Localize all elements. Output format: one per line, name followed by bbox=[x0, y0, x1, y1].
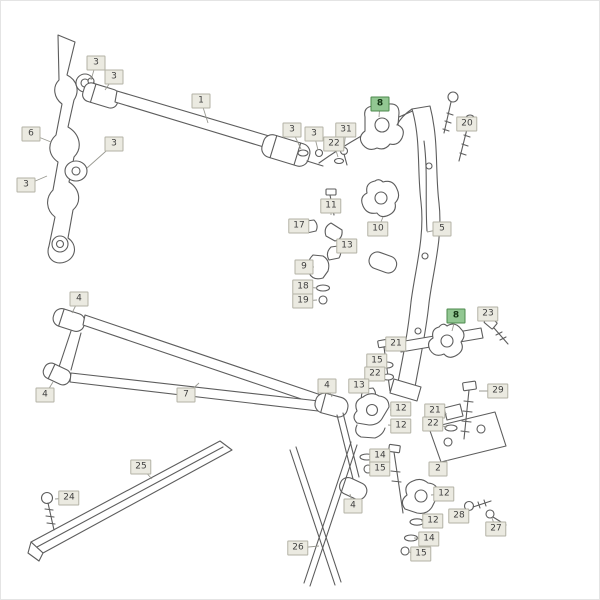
part-label-9[interactable]: 9 bbox=[294, 259, 314, 275]
part-label-22[interactable]: 22 bbox=[323, 136, 345, 152]
part-label-3[interactable]: 3 bbox=[282, 122, 302, 138]
part-label-18[interactable]: 18 bbox=[292, 279, 314, 295]
part-label-3[interactable]: 3 bbox=[104, 136, 124, 152]
part-label-3[interactable]: 3 bbox=[104, 69, 124, 85]
part-label-11[interactable]: 11 bbox=[320, 198, 342, 214]
part-label-6[interactable]: 6 bbox=[21, 126, 41, 142]
part-label-4[interactable]: 4 bbox=[35, 387, 55, 403]
part-label-12[interactable]: 12 bbox=[422, 513, 444, 529]
part-label-4[interactable]: 4 bbox=[69, 291, 89, 307]
part-label-21[interactable]: 21 bbox=[385, 336, 407, 352]
part-label-2[interactable]: 2 bbox=[428, 461, 448, 477]
part-drawing-24-screw bbox=[40, 491, 56, 531]
part-label-13[interactable]: 13 bbox=[336, 238, 358, 254]
part-label-29[interactable]: 29 bbox=[487, 383, 509, 399]
part-label-12[interactable]: 12 bbox=[433, 486, 455, 502]
part-label-12[interactable]: 12 bbox=[390, 401, 412, 417]
part-label-13[interactable]: 13 bbox=[348, 378, 370, 394]
part-drawing-6 bbox=[47, 34, 95, 264]
part-label-1[interactable]: 1 bbox=[191, 93, 211, 109]
part-drawing-2-plate bbox=[428, 411, 507, 463]
part-label-3[interactable]: 3 bbox=[304, 126, 324, 142]
part-label-4[interactable]: 4 bbox=[343, 498, 363, 514]
part-label-19[interactable]: 19 bbox=[292, 293, 314, 309]
part-drawing-12-upper bbox=[353, 393, 390, 439]
part-label-25[interactable]: 25 bbox=[130, 459, 152, 475]
part-drawing-25 bbox=[27, 440, 233, 562]
part-drawing-12-lower bbox=[400, 478, 439, 556]
part-label-4[interactable]: 4 bbox=[317, 378, 337, 394]
part-label-22[interactable]: 22 bbox=[422, 416, 444, 432]
part-drawing-29-bolt bbox=[460, 380, 477, 440]
part-drawing-21-bracket bbox=[443, 403, 464, 432]
part-label-7[interactable]: 7 bbox=[176, 387, 196, 403]
part-label-15[interactable]: 15 bbox=[410, 546, 432, 562]
part-drawing-5 bbox=[389, 105, 441, 402]
part-label-24[interactable]: 24 bbox=[58, 490, 80, 506]
part-drawing-26 bbox=[289, 441, 358, 587]
part-label-15[interactable]: 15 bbox=[369, 461, 391, 477]
part-label-31[interactable]: 31 bbox=[335, 122, 357, 138]
part-label-5[interactable]: 5 bbox=[432, 221, 452, 237]
part-drawing-8-lower bbox=[398, 323, 484, 358]
part-label-27[interactable]: 27 bbox=[485, 521, 507, 537]
part-drawing-10 bbox=[361, 179, 400, 218]
part-label-23[interactable]: 23 bbox=[477, 306, 499, 322]
part-label-3[interactable]: 3 bbox=[86, 55, 106, 71]
part-label-10[interactable]: 10 bbox=[367, 221, 389, 237]
part-label-22[interactable]: 22 bbox=[364, 366, 386, 382]
part-label-20[interactable]: 20 bbox=[456, 116, 478, 132]
part-label-8-highlighted[interactable]: 8 bbox=[446, 308, 466, 324]
part-label-3[interactable]: 3 bbox=[16, 177, 36, 193]
part-label-14[interactable]: 14 bbox=[418, 531, 440, 547]
part-label-26[interactable]: 26 bbox=[287, 540, 309, 556]
part-label-28[interactable]: 28 bbox=[448, 508, 470, 524]
part-label-17[interactable]: 17 bbox=[288, 218, 310, 234]
part-label-8-highlighted[interactable]: 8 bbox=[370, 96, 390, 112]
part-label-12[interactable]: 12 bbox=[390, 418, 412, 434]
